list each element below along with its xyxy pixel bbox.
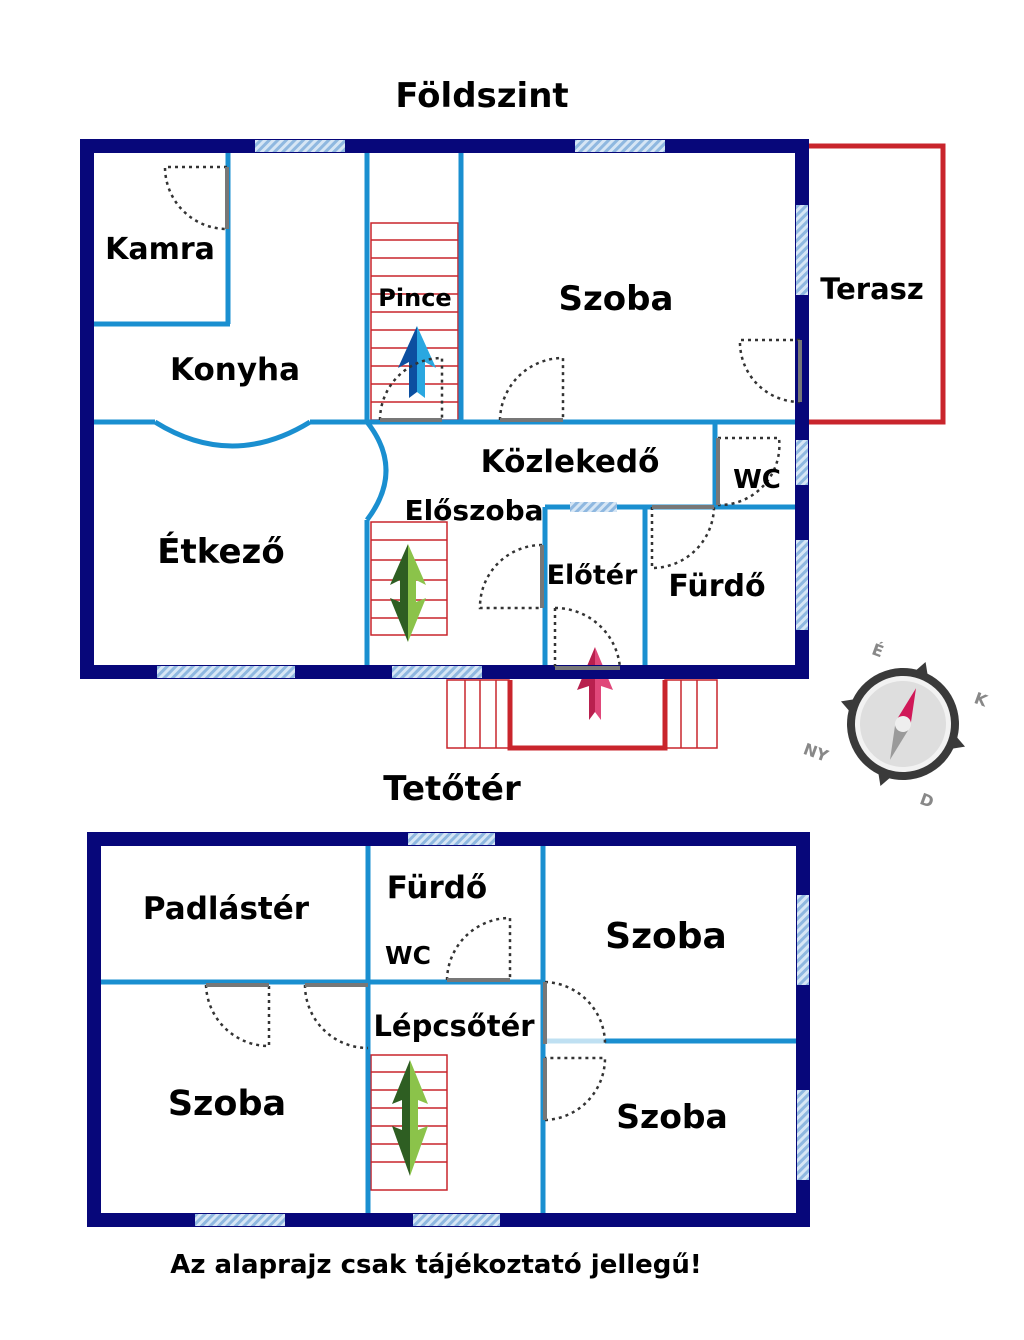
room-label-padlaster: Padlástér — [143, 891, 310, 927]
upper-room-labels: Padlástér Fürdő WC Szoba Lépcsőtér Szoba… — [143, 870, 728, 1136]
room-label-lepcsoter: Lépcsőtér — [373, 1009, 535, 1043]
compass-icon — [840, 661, 966, 787]
compass-north: É — [869, 640, 886, 662]
stair-updown-arrow-icon — [392, 1060, 428, 1176]
room-label-etkezo: Étkező — [157, 531, 284, 572]
ground-windows — [157, 140, 808, 678]
stair-up-arrow-icon — [398, 326, 436, 398]
room-label-eloter: Előtér — [547, 560, 638, 591]
upper-floor-title: Tetőtér — [383, 769, 521, 809]
ground-room-labels: Kamra Konyha Pince Szoba Terasz Közleked… — [105, 232, 924, 604]
room-label-kamra: Kamra — [105, 232, 215, 267]
room-label-szoba: Szoba — [559, 279, 674, 319]
compass-west: NY — [801, 739, 831, 766]
room-label-szoba-w: Szoba — [168, 1084, 286, 1124]
front-steps — [446, 679, 718, 751]
room-label-furdo: Fürdő — [387, 870, 487, 906]
room-label-kozlekedo: Közlekedő — [481, 444, 660, 480]
room-label-szoba-ne: Szoba — [605, 916, 727, 957]
room-label-terasz: Terasz — [820, 272, 924, 306]
room-label-wc: WC — [385, 941, 431, 970]
room-label-furdo: Fürdő — [668, 569, 765, 604]
room-label-eloszoba: Előszoba — [404, 494, 543, 527]
room-label-pince: Pince — [378, 284, 451, 312]
room-label-szoba-se: Szoba — [616, 1097, 728, 1136]
entrance-arrow-icon — [577, 647, 613, 720]
terrace-outline — [808, 143, 946, 425]
room-label-konyha: Konyha — [170, 352, 300, 388]
ground-floor-title: Földszint — [395, 76, 568, 116]
room-label-wc: WC — [733, 465, 781, 495]
ground-doors — [163, 165, 802, 670]
upper-doors — [204, 916, 607, 1122]
disclaimer: Az alaprajz csak tájékoztató jellegű! — [170, 1250, 702, 1280]
upper-windows — [195, 833, 809, 1226]
compass-south: D — [917, 789, 936, 811]
compass-east: K — [972, 688, 991, 710]
stair-updown-arrow-icon — [390, 544, 426, 642]
